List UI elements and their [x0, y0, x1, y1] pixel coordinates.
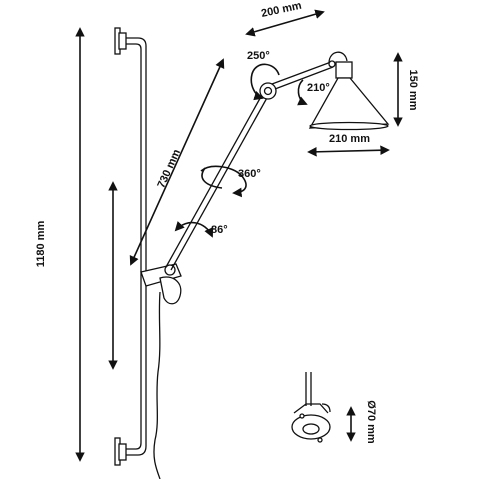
rotation-angle-label: 360° [238, 168, 261, 180]
pivot-mount [140, 263, 182, 305]
rotation-360-arrow-back [201, 167, 223, 189]
short-arm [271, 61, 334, 90]
base-diameter-label: Ø70 mm [365, 400, 377, 444]
swivel-angle-label: 210° [307, 82, 330, 94]
total-height-label: 1180 mm [35, 221, 47, 268]
tilt-angle-label: 250° [247, 50, 270, 62]
power-cable [153, 291, 161, 479]
pivot-86-rotation-arrow [174, 221, 214, 238]
arm-length-label: 730 mm [155, 147, 183, 190]
elbow-joint [259, 82, 277, 100]
shade-height-label: 150 mm [407, 70, 419, 111]
top-wall-bracket [114, 27, 127, 55]
shade-width-arrow [245, 9, 325, 37]
shade-width-label: 200 mm [260, 0, 303, 20]
base-detail [291, 372, 331, 443]
shade-diameter-label: 210 mm [329, 133, 370, 145]
wall-rail [121, 37, 147, 456]
pivot-angle-label: 86° [211, 224, 228, 236]
bottom-wall-bracket [114, 437, 127, 466]
long-arm [165, 92, 269, 271]
swivel-210-rotation-arrow [297, 79, 308, 106]
shade-diameter-arrow [307, 145, 390, 157]
tilt-250-rotation-arrow [250, 63, 280, 101]
rotation-360-arrow-front [200, 165, 247, 198]
arm-length-arrow [129, 58, 225, 266]
lamp-shade [308, 51, 390, 131]
